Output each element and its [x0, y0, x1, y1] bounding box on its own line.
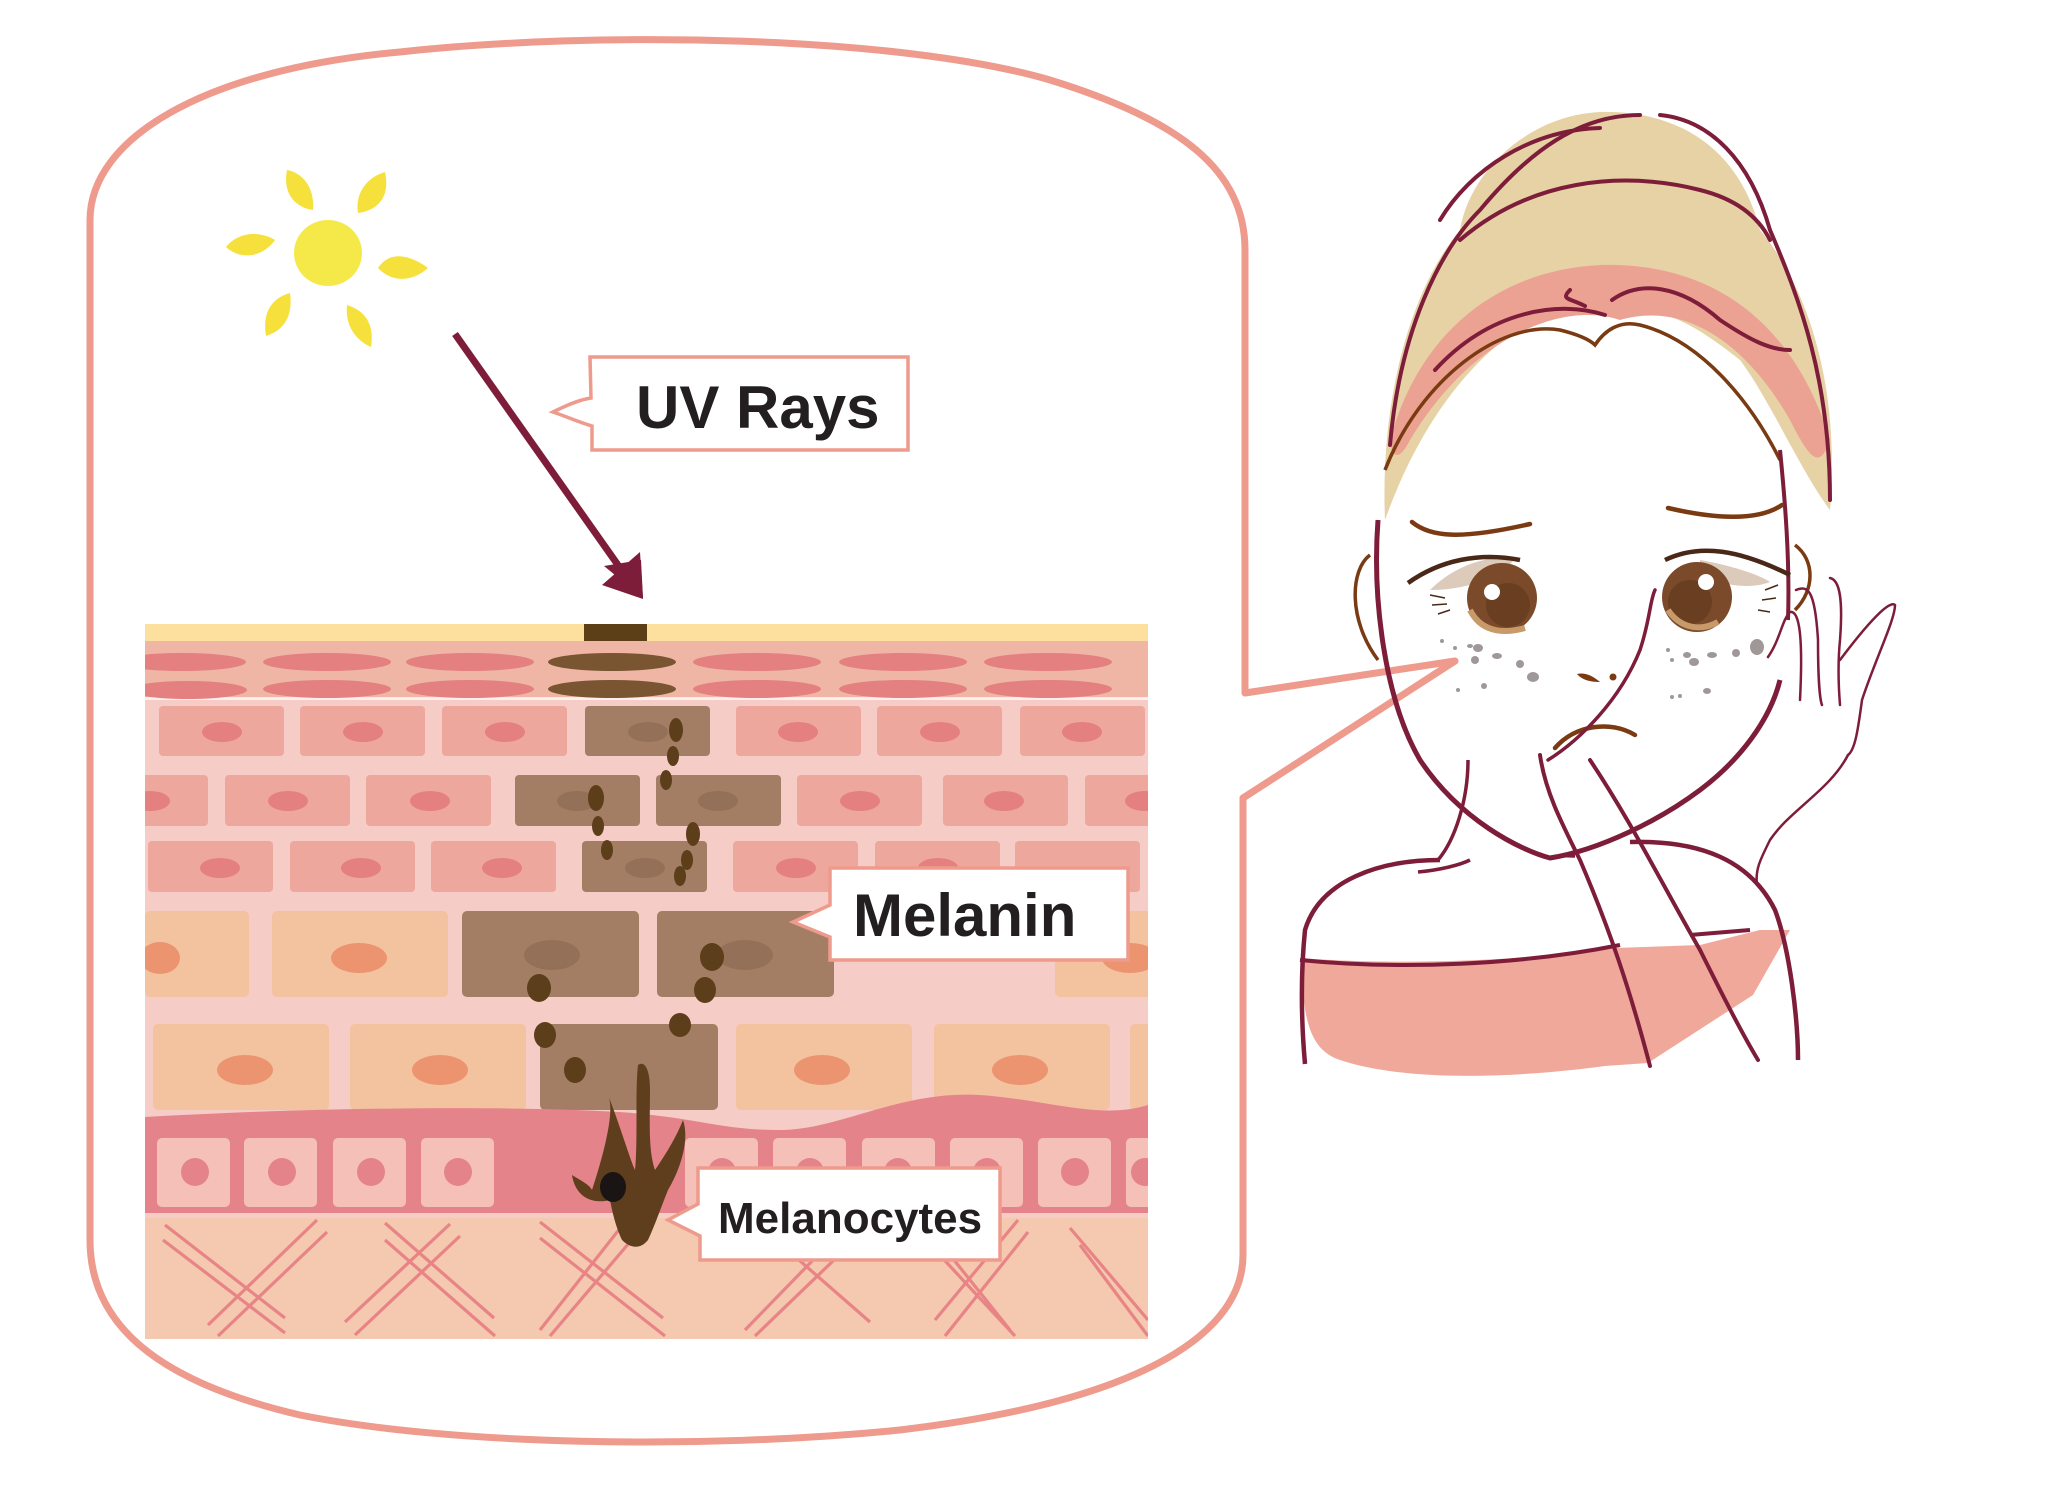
neck: [1436, 759, 1470, 862]
uv-arrow-icon: [452, 331, 643, 599]
melanin-text: Melanin: [853, 882, 1076, 949]
freckles: [1440, 639, 1764, 699]
uv-rays-label: UV Rays: [548, 355, 910, 452]
face-outline: [1374, 519, 1783, 861]
melanocytes-label: Melanocytes: [664, 1166, 1002, 1262]
mouth-frown: [1552, 724, 1638, 751]
nose: [1577, 673, 1600, 682]
melanocyte-nucleus: [600, 1172, 626, 1202]
right-ear: [1793, 543, 1812, 612]
left-ear: [1353, 553, 1380, 662]
right-eyebrow: [1665, 502, 1785, 519]
left-eye: [1406, 554, 1537, 634]
melanin-cell: [540, 1024, 718, 1110]
right-shoulder: [1629, 839, 1801, 1061]
left-shoulder: [1299, 857, 1441, 1065]
hair-band: [1390, 264, 1830, 458]
left-eyebrow: [1409, 519, 1533, 537]
right-eye: [1662, 548, 1792, 632]
shirt: [1302, 930, 1790, 1076]
uv-rays-text: UV Rays: [636, 374, 879, 441]
skin-cross-section: [145, 624, 1148, 1339]
melanocyte-cell: [572, 1063, 686, 1247]
melanin-label: Melanin: [788, 866, 1130, 962]
sun-icon: [226, 170, 428, 347]
melanocytes-text: Melanocytes: [718, 1194, 982, 1243]
melanin-granules: [527, 718, 724, 1083]
hand: [1538, 576, 1897, 1068]
woman-figure: [1299, 111, 1897, 1076]
